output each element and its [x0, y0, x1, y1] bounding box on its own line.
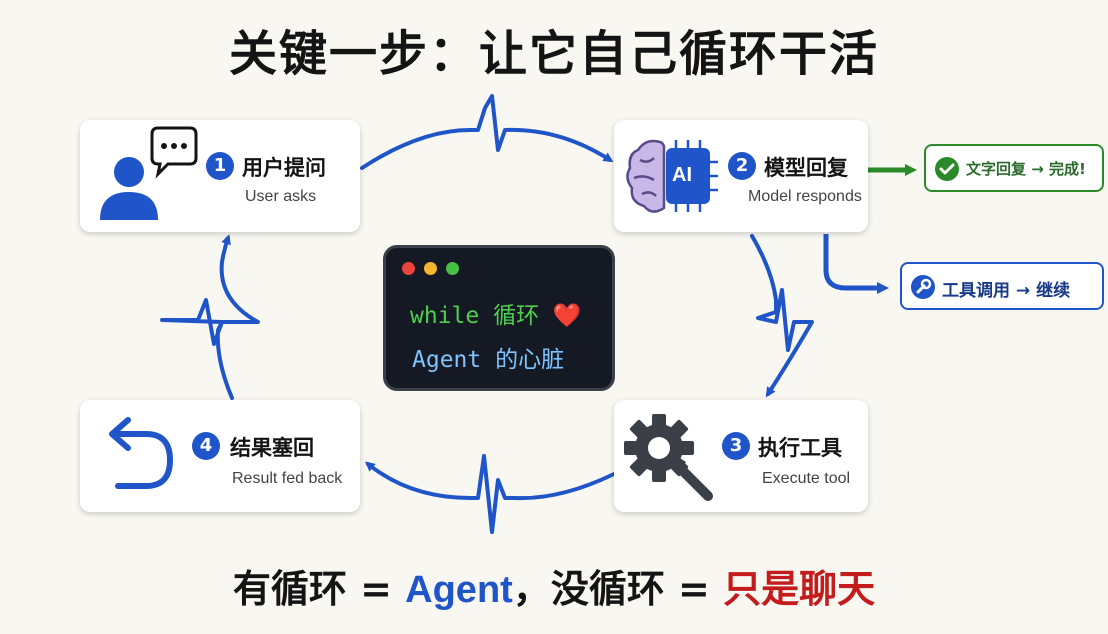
- step-card-model-responds: AI 2 模型回复 Model responds: [614, 120, 868, 232]
- step-title: 模型回复: [764, 156, 848, 180]
- output-tool-call-box: 工具调用 → 继续: [900, 262, 1104, 310]
- step-card-execute-tool: 3 执行工具 Execute tool: [614, 400, 868, 512]
- step-number: 3: [722, 432, 750, 460]
- arrow-to-tool-call: [823, 234, 889, 294]
- output-tool-call-label: 工具调用 → 继续: [942, 281, 1071, 301]
- conclusion-no-loop: ，没循环 =: [512, 567, 724, 611]
- step-number: 2: [728, 152, 756, 180]
- window-maximize-dot: [446, 262, 459, 275]
- step-card-result-fed-back: 4 结果塞回 Result fed back: [80, 400, 360, 512]
- conclusion-agent: Agent: [405, 569, 513, 611]
- window-minimize-dot: [424, 262, 437, 275]
- step-title: 结果塞回: [230, 436, 314, 460]
- conclusion-has-loop: 有循环 =: [232, 567, 406, 611]
- step-subtitle: User asks: [245, 188, 317, 205]
- gear-wrench-icon: [624, 414, 713, 501]
- step-subtitle: Execute tool: [762, 470, 851, 487]
- arrow-3-to-4: [364, 454, 616, 534]
- conclusion-line: 有循环 = Agent，没循环 = 只是聊天: [0, 558, 1108, 613]
- check-circle-icon: [935, 157, 959, 181]
- step-title: 执行工具: [758, 436, 842, 460]
- arrow-1-to-2: [360, 94, 614, 170]
- step-number: 4: [192, 432, 220, 460]
- output-text-reply-box: 文字回复 → 完成!: [924, 144, 1104, 192]
- step-number: 1: [206, 152, 234, 180]
- arrow-4-to-1: [160, 234, 260, 400]
- step-title: 用户提问: [242, 156, 326, 180]
- step-subtitle: Result fed back: [232, 470, 343, 487]
- terminal-line-agent-heart: Agent 的心脏: [412, 347, 565, 373]
- ai-brain-chip-icon: [626, 139, 718, 213]
- page-title: 关键一步：让它自己循环干活: [228, 26, 879, 82]
- ai-chip-label: AI: [672, 164, 692, 186]
- terminal-line-while-loop: while 循环 ❤️: [410, 303, 582, 329]
- terminal-window: while 循环 ❤️ Agent 的心脏: [383, 245, 615, 391]
- output-text-reply-label: 文字回复 → 完成!: [966, 160, 1086, 178]
- step-card-user-asks: 1 用户提问 User asks: [80, 120, 360, 232]
- return-arrow-icon: [109, 417, 174, 489]
- wrench-circle-icon: [911, 275, 935, 299]
- conclusion-just-chat: 只是聊天: [723, 567, 876, 611]
- window-close-dot: [402, 262, 415, 275]
- step-subtitle: Model responds: [748, 188, 862, 205]
- user-chat-icon: [100, 126, 198, 220]
- arrow-2-to-3: [750, 234, 814, 398]
